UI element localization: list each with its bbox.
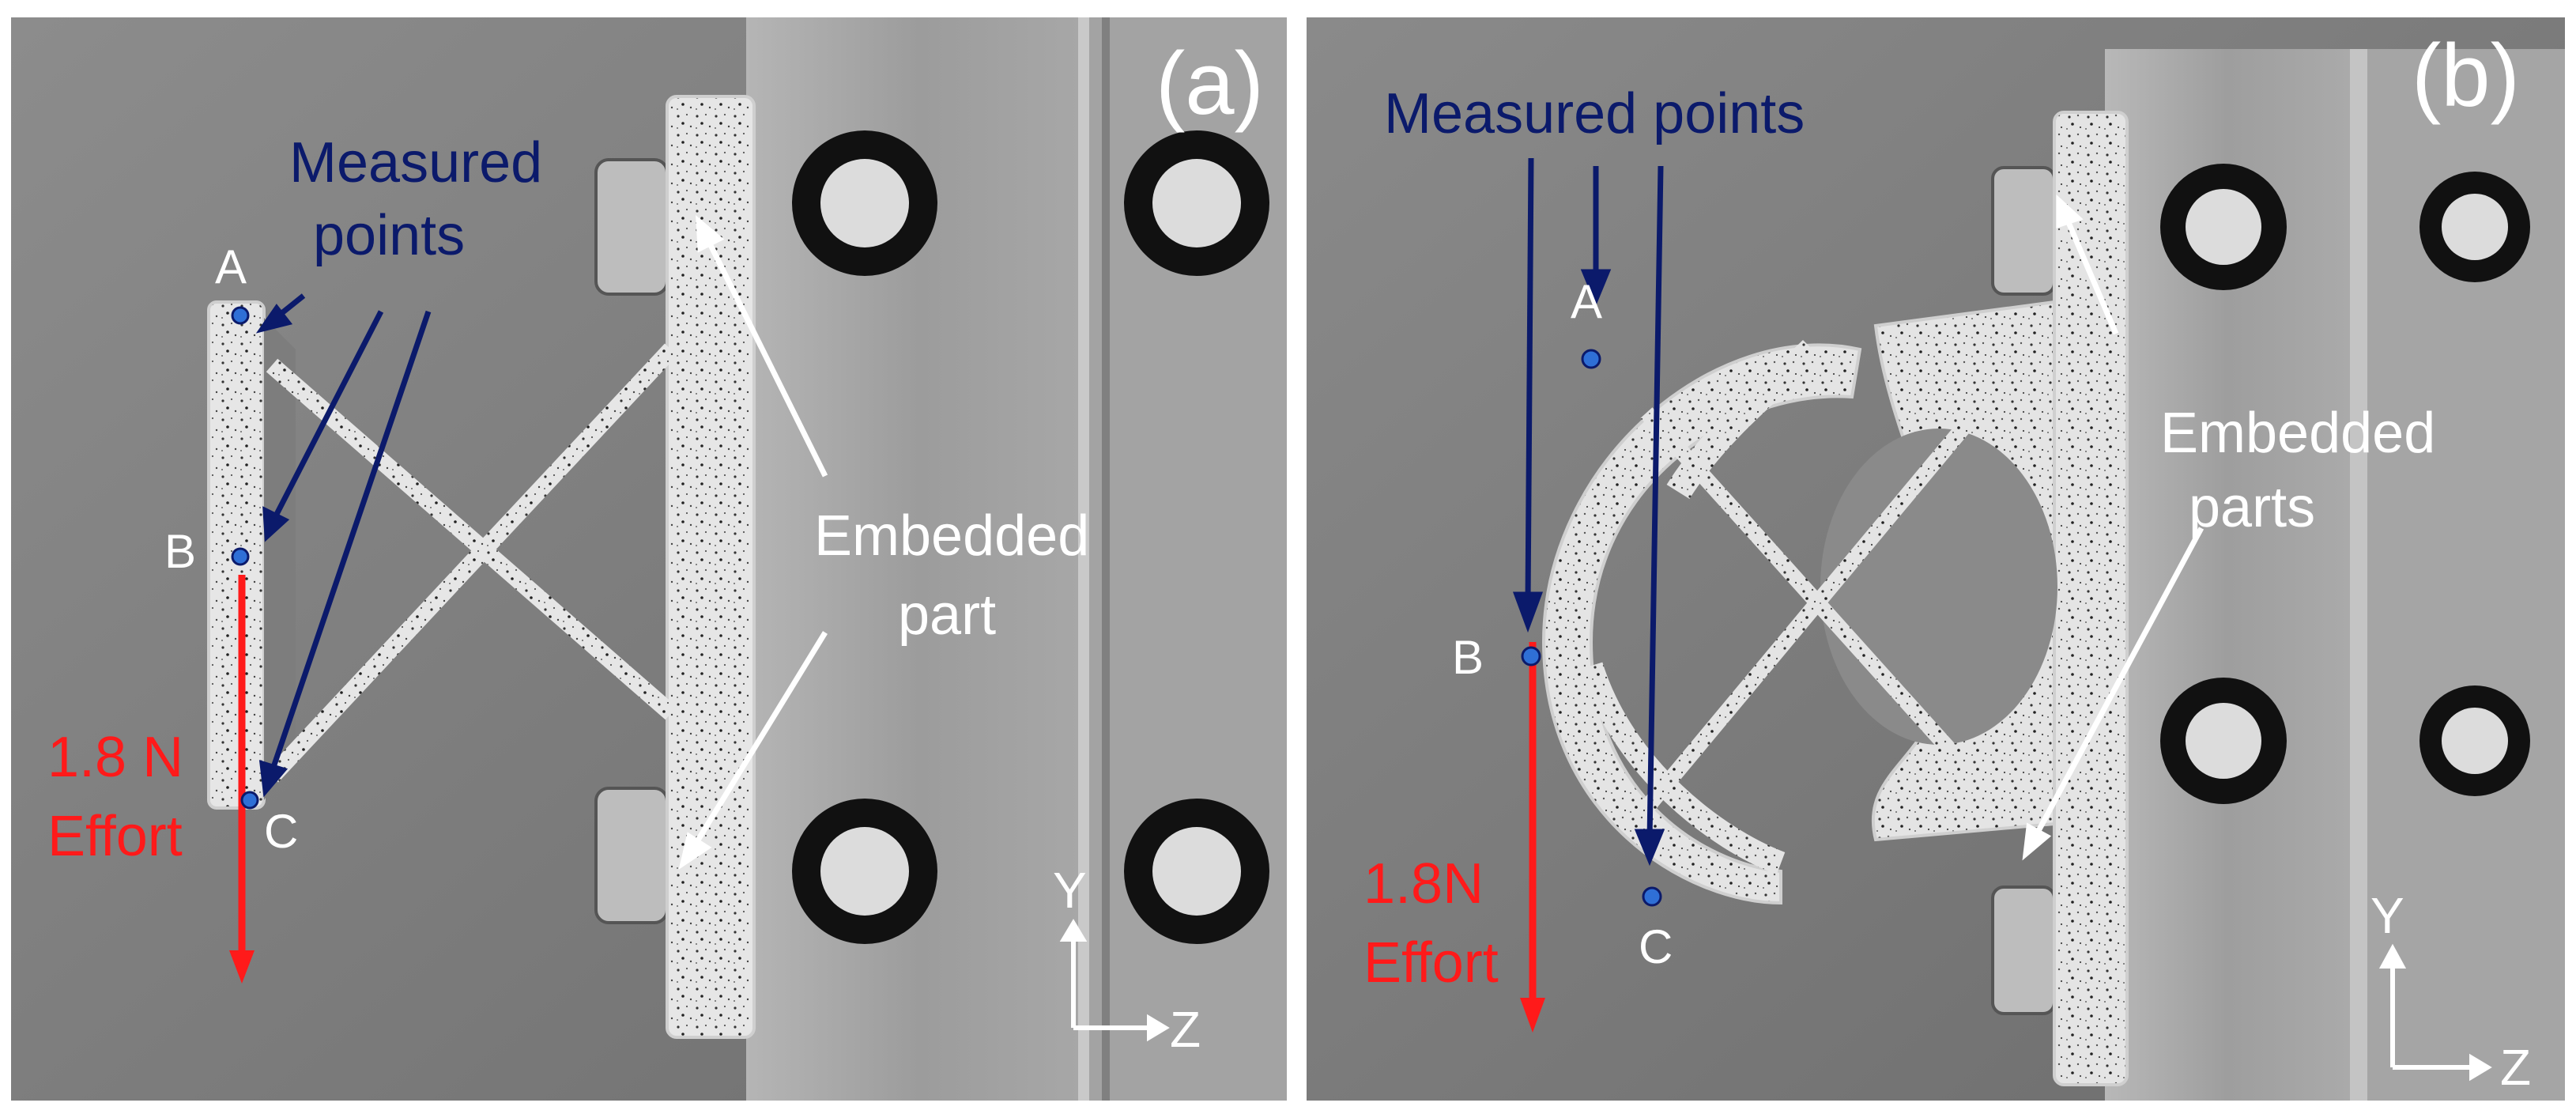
axis-z-label-b: Z xyxy=(2500,1039,2532,1096)
panel-a-label: (a) xyxy=(1156,34,1264,133)
panel-b-label: (b) xyxy=(2412,26,2520,125)
effort-label-b-line2: Effort xyxy=(1363,931,1499,995)
measured-label-b: Measured points xyxy=(1384,82,1805,145)
embedded-label-line1: Embedded xyxy=(814,504,1090,568)
point-a-label-b: A xyxy=(1571,275,1603,328)
panel-a-photo xyxy=(11,17,1287,1101)
point-b-marker xyxy=(231,547,250,566)
axis-y-label: Y xyxy=(1053,862,1087,919)
marker-dots xyxy=(792,130,1269,944)
effort-label-b-line1: 1.8N xyxy=(1363,852,1484,916)
point-b-label-b: B xyxy=(1452,631,1484,684)
embedded-label-b-line1: Embedded xyxy=(2160,402,2436,465)
point-c-marker-b xyxy=(1642,886,1662,907)
panel-b: (b) Measured points A B C Embedded parts… xyxy=(1307,17,2565,1101)
panel-b-photo xyxy=(1307,17,2565,1101)
point-b-label: B xyxy=(164,525,197,578)
point-a-label: A xyxy=(215,240,247,293)
axis-y-label-b: Y xyxy=(2370,887,2404,944)
measured-label-line2: points xyxy=(313,204,466,267)
point-c-label-b: C xyxy=(1639,920,1673,973)
axis-z-label: Z xyxy=(1170,1001,1201,1058)
effort-label-line2: Effort xyxy=(47,805,183,868)
point-a-marker-b xyxy=(1581,349,1601,369)
marker-dots-b xyxy=(2160,164,2530,804)
point-b-marker-b xyxy=(1521,646,1541,667)
measured-label-line1: Measured xyxy=(289,131,543,194)
panel-a: (a) Measured points A B C Embedded part … xyxy=(11,17,1287,1101)
effort-label-line1: 1.8 N xyxy=(47,726,184,789)
point-a-marker xyxy=(231,306,250,325)
point-c-marker xyxy=(240,791,259,810)
embedded-label-line2: part xyxy=(898,583,997,647)
embedded-label-b-line2: parts xyxy=(2189,476,2316,539)
point-c-label: C xyxy=(264,805,299,858)
